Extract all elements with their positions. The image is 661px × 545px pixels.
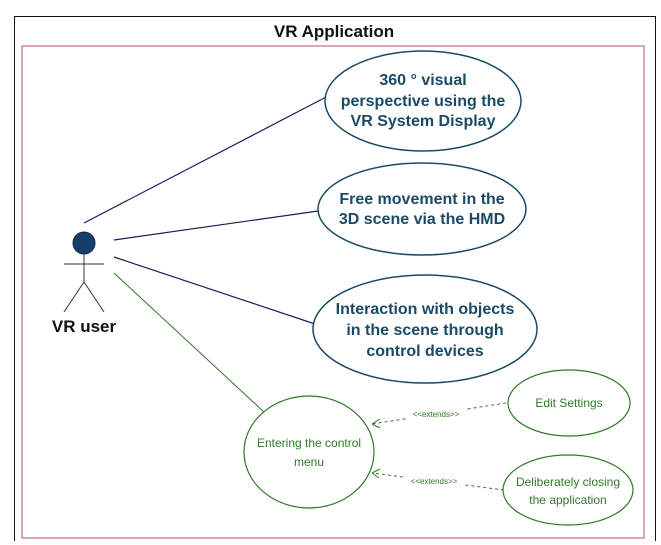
actor-leg	[63, 281, 85, 313]
use-case-control-menu: Entering the control menu	[243, 395, 375, 509]
extends-label: <<extends>>	[411, 477, 458, 486]
use-case-label: 360 ° visual	[379, 72, 466, 89]
use-case-label: 3D scene via the HMD	[339, 211, 505, 228]
actor-head	[72, 231, 96, 255]
use-case-label: menu	[294, 455, 324, 469]
use-case-label: control devices	[366, 343, 483, 360]
actor-figure	[63, 231, 105, 313]
association-line	[113, 210, 319, 241]
extends-arrow: <<extends>>	[371, 401, 513, 429]
use-case-label: Interaction with objects	[336, 301, 515, 318]
use-case-interaction-objects: Interaction with objects in the scene th…	[312, 274, 538, 384]
use-case-visual-perspective: 360 ° visual perspective using the VR Sy…	[324, 50, 522, 152]
use-case-label: perspective using the	[341, 93, 506, 110]
use-case-label: VR System Display	[351, 113, 496, 130]
use-case-label: in the scene through	[346, 322, 503, 339]
extends-arrow: <<extends>>	[371, 468, 505, 491]
actor-label: VR user	[52, 317, 117, 336]
association-line	[113, 256, 319, 326]
diagram-title: VR Application	[274, 22, 394, 41]
use-case-label: the application	[529, 493, 606, 507]
use-case-label: Deliberately closing	[516, 475, 620, 489]
actor-leg	[83, 281, 105, 313]
system-boundary	[21, 45, 645, 539]
use-case-label: Free movement in the	[339, 191, 504, 208]
use-case-closing-application: Deliberately closing the application	[502, 454, 634, 526]
use-case-label: Entering the control	[257, 436, 361, 450]
use-case-edit-settings: Edit Settings	[507, 369, 631, 437]
association-line	[113, 272, 265, 413]
use-case-free-movement: Free movement in the 3D scene via the HM…	[317, 162, 527, 256]
diagram-frame	[14, 16, 656, 541]
extends-label: <<extends>>	[413, 410, 460, 419]
use-case-label: Edit Settings	[535, 396, 602, 410]
association-line	[83, 94, 331, 224]
